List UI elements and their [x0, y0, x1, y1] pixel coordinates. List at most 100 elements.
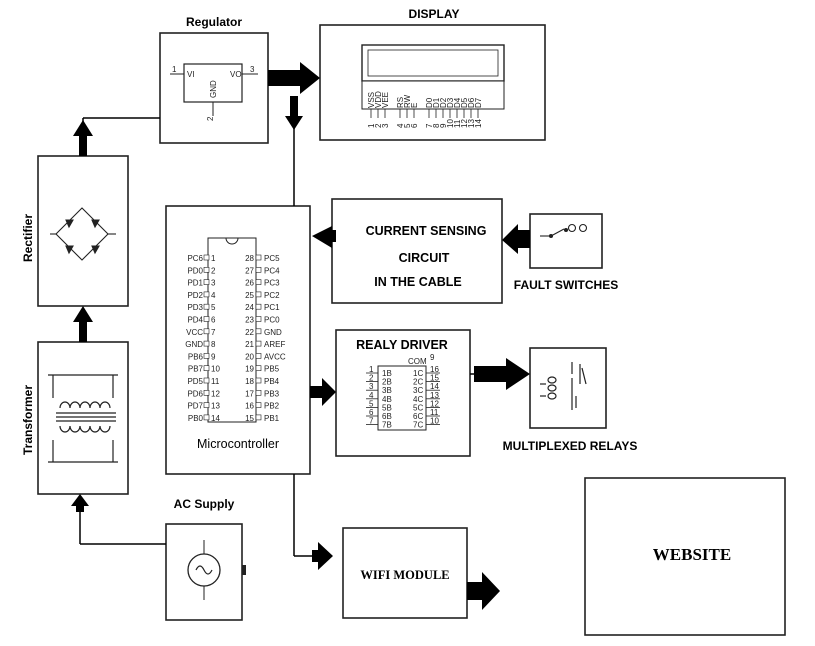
current-sensing-line2: CIRCUIT — [399, 251, 450, 265]
mcu-left-pin-name: PD2 — [187, 291, 203, 300]
mcu-left-pin-num: 10 — [211, 365, 220, 374]
arrow-transformer-to-rectifier — [73, 306, 93, 342]
mcu-pin-pad — [255, 254, 262, 261]
mcu-right-pin-num: 18 — [245, 377, 254, 386]
mcu-left-pin-num: 2 — [211, 266, 216, 275]
uln-output-label: 2C — [413, 378, 423, 387]
arrow-rectifier-to-regulator — [73, 120, 93, 156]
mcu-right-pin-name: PB3 — [264, 389, 280, 398]
mcu-right-pin-num: 17 — [245, 389, 254, 398]
mcu-right-pin-num: 27 — [245, 266, 254, 275]
fault-switches-title: FAULT SWITCHES — [514, 278, 618, 292]
mcu-pin-pad — [203, 254, 210, 261]
uln-right-pin-num: 11 — [430, 408, 439, 417]
mcu-left-pin-num: 6 — [211, 316, 216, 325]
mcu-right-pin-num: 26 — [245, 279, 254, 288]
uln-left-pin-num: 6 — [369, 408, 374, 417]
block-arrows — [71, 62, 530, 610]
uln-right-pin-num: 15 — [430, 374, 439, 383]
mcu-right-pin-name: AREF — [264, 340, 285, 349]
mcu-left-pin-num: 5 — [211, 303, 216, 312]
arrow-regulator-down — [285, 96, 303, 130]
regulator-title: Regulator — [186, 15, 242, 29]
regulator-pin-vi: VI — [187, 70, 195, 79]
lcd-pin-strip — [361, 80, 505, 110]
uln-input-label: 1B — [382, 369, 392, 378]
lcd-pin-number: 5 — [403, 123, 412, 128]
lcd-pin-number: 4 — [396, 123, 405, 128]
lcd-pin-label: D6 — [467, 97, 476, 108]
rectifier-title: Rectifier — [21, 214, 35, 262]
lcd-pin-number: 1 — [367, 123, 376, 128]
lcd-inner — [367, 49, 499, 77]
mcu-pin-pad — [203, 291, 210, 298]
lcd-pin-label: D7 — [474, 97, 483, 108]
wifi-block: WIFI MODULE — [342, 527, 468, 619]
mcu-left-pin-name: PD5 — [187, 377, 203, 386]
mcu-right-pin-num: 22 — [245, 328, 254, 337]
mcu-pin-pad — [203, 365, 210, 372]
fault-switches-block: FAULT SWITCHES — [514, 213, 618, 292]
microcontroller-title: Microcontroller — [197, 437, 279, 451]
mcu-right-pin-num: 25 — [245, 291, 254, 300]
regulator-pin-3: 3 — [250, 65, 255, 74]
regulator-block: Regulator 1 VI VO 3 GND 2 — [159, 15, 269, 144]
rectifier-box — [37, 155, 129, 307]
website-title: WEBSITE — [653, 545, 731, 564]
display-title: DISPLAY — [409, 7, 460, 21]
uln-left-pin-num: 7 — [369, 417, 374, 426]
mcu-right-pin-num: 21 — [245, 340, 254, 349]
mcu-pin-pad — [203, 402, 210, 408]
relay-com-num: 9 — [430, 353, 435, 362]
transformer-block: Transformer — [21, 341, 129, 495]
relay-driver-title: REALY DRIVER — [356, 338, 448, 352]
uln-input-label: 6B — [382, 412, 392, 421]
website-block: WEBSITE — [584, 477, 786, 636]
mcu-pin-pad — [203, 353, 210, 359]
regulator-chip — [183, 63, 243, 103]
uln-left-pin-num: 3 — [369, 382, 374, 391]
uln-output-label: 3C — [413, 386, 423, 395]
mcu-left-pin-num: 1 — [211, 254, 216, 263]
mcu-pin-pad — [255, 303, 262, 310]
arrow-mcu-to-wifi — [312, 542, 333, 570]
mcu-pin-pad — [255, 402, 262, 408]
mcu-right-pin-num: 24 — [245, 303, 254, 312]
arrow-ac-to-transformer — [71, 494, 89, 512]
fault-switch-box — [529, 213, 603, 269]
uln-left-pin-num: 4 — [369, 391, 374, 400]
lcd-pin-number: 12 — [460, 119, 469, 128]
lcd-pin-number: 9 — [439, 123, 448, 128]
lcd-pin-number: 14 — [474, 119, 483, 128]
mcu-pin-pad — [255, 291, 262, 298]
current-sensing-block: CURRENT SENSING CIRCUIT IN THE CABLE — [331, 198, 503, 304]
uln-input-label: 5B — [382, 403, 392, 412]
uln-output-label: 1C — [413, 369, 423, 378]
mcu-pin-pad — [203, 377, 210, 384]
mcu-pin-pad — [255, 414, 262, 421]
mcu-pin-pad — [203, 303, 210, 310]
uln-chip — [377, 365, 427, 431]
mcu-pin-pad — [203, 340, 210, 347]
lcd-pin-label: VSS — [367, 92, 376, 108]
uln-output-label: 6C — [413, 412, 423, 421]
mcu-right-pin-num: 19 — [245, 365, 254, 374]
uln-input-label: 7B — [382, 421, 392, 430]
rectifier-block: Rectifier — [21, 155, 129, 307]
arrow-sensing-to-mcu — [312, 226, 336, 248]
mcu-right-pin-name: PB1 — [264, 414, 280, 423]
wifi-box — [342, 527, 468, 619]
lcd-pins: VSS1VDD2VEE3RS4RW5E6D07D18D29D310D411D51… — [367, 91, 483, 128]
uln-right-pin-num: 16 — [430, 365, 439, 374]
mcu-right-pin-num: 28 — [245, 254, 254, 263]
uln-input-label: 3B — [382, 386, 392, 395]
mcu-left-pin-name: PD0 — [187, 266, 203, 275]
lcd-pin-number: 10 — [446, 119, 455, 128]
mcu-left-pin-name: PB0 — [188, 414, 204, 423]
mcu-right-pin-name: PC2 — [264, 291, 280, 300]
lcd-pin-label: D5 — [460, 97, 469, 108]
mcu-left-pin-name: PD7 — [187, 402, 203, 411]
mcu-pin-pad — [203, 279, 210, 285]
mcu-pin-pad — [255, 389, 262, 396]
mcu-right-pin-name: AVCC — [264, 352, 286, 361]
